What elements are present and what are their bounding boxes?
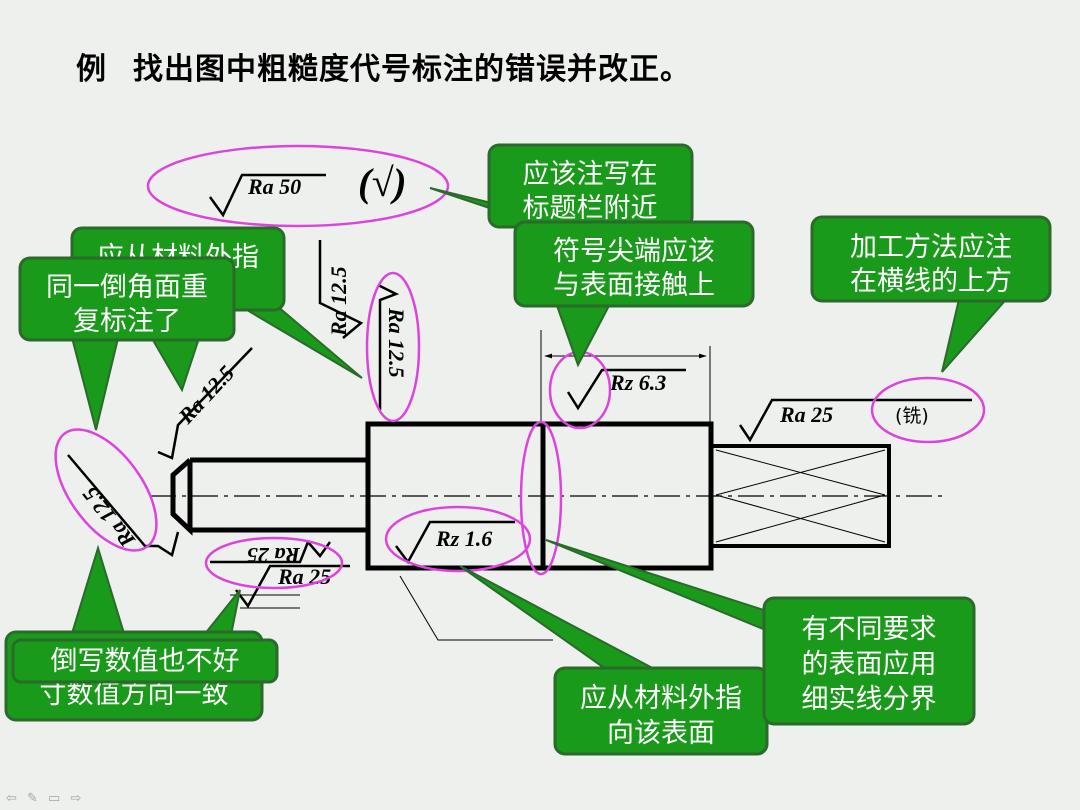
ra125-circled-symbol: [377, 283, 400, 410]
ellipse-rz16: [384, 505, 532, 573]
slide-nav-controls[interactable]: ⇦ ✎ ▭ ⇨: [6, 791, 85, 806]
check-symbol: (√): [358, 160, 407, 205]
callout-thin-line-line3: 细实线分界: [802, 684, 937, 715]
callout-tip-touch-line1: 符号尖端应该: [553, 236, 715, 267]
callout-repeat-line2: 复标注了: [73, 306, 181, 337]
callout-title-block-line1: 应该注写在: [523, 159, 658, 190]
knurl-lines: [715, 449, 886, 543]
ellipse-divider: [519, 420, 563, 576]
callout-outside-bottom-line1: 应从材料外指: [580, 683, 742, 714]
ra25-under-symbol: [235, 564, 350, 609]
callout-method-line2: 在横线的上方: [850, 266, 1012, 297]
callout-inverted-back-line2: 寸数值方向一致: [40, 679, 229, 710]
callout-inverted: 倒写数值也不好: [11, 638, 279, 684]
rz16-symbol: [395, 520, 515, 565]
ellipse-ra25-lower: [204, 536, 344, 590]
callout-repeat: 同一倒角面重 复标注了: [18, 256, 236, 431]
ra25-upside-label: Ra 25: [247, 543, 301, 568]
callout-outside-bottom-line2: 向该表面: [607, 718, 715, 749]
callout-title-block-line2: 标题栏附近: [523, 193, 658, 224]
ra25-right-symbol: [738, 398, 972, 443]
callout-outside-bottom: 应从材料外指 向该表面: [459, 565, 769, 756]
rz63-symbol: [566, 368, 686, 411]
callout-tip-touch: 符号尖端应该 与表面接触上: [513, 220, 755, 368]
ra125-vertical-label: Ra 12.5: [326, 266, 351, 337]
ra50-symbol: [208, 173, 326, 218]
callout-tip-touch-line2: 与表面接触上: [553, 270, 715, 301]
leader-rz16: [399, 575, 553, 641]
callout-repeat-line1: 同一倒角面重: [46, 272, 208, 303]
callout-thin-line: 有不同要求 的表面应用 细实线分界: [545, 539, 976, 726]
title-text: 找出图中粗糙度代号标注的错误并改正。: [133, 52, 691, 87]
ra50-label: Ra 50: [247, 174, 301, 199]
ellipse-method: [870, 376, 986, 444]
callout-method-line1: 加工方法应注: [850, 232, 1012, 263]
ra25-right-label: Ra 25: [779, 402, 833, 427]
right-end: [709, 444, 891, 548]
milling-method: (铣): [895, 405, 929, 427]
highlight-ellipses: [54, 144, 986, 590]
rz63-label: Rz 6.3: [609, 370, 666, 395]
callout-inverted-back: 寸数值方向一致: [4, 544, 264, 722]
ellipse-ra50: [146, 144, 450, 228]
left-shaft: [170, 457, 368, 536]
ra125-left-symbol: [67, 454, 180, 557]
callout-inverted-line1: 倒写数值也不好: [51, 646, 240, 677]
callout-thin-line-line2: 的表面应用: [802, 649, 937, 680]
ra125-vertical-symbol: [318, 240, 364, 339]
callout-thin-line-line1: 有不同要求: [802, 614, 937, 645]
callout-title-block: 应该注写在 标题栏附近: [429, 143, 694, 229]
example-label: 例: [76, 52, 107, 87]
ra125-circled-label: Ra 12.5: [384, 307, 409, 378]
callout-method: 加工方法应注 在横线的上方: [810, 215, 1052, 373]
page-title: 例找出图中粗糙度代号标注的错误并改正。: [76, 44, 691, 88]
ellipse-ra125-circled: [365, 271, 421, 423]
ellipse-ra125-left: [54, 428, 158, 552]
rz16-label: Rz 1.6: [435, 526, 492, 551]
shaft-part: [150, 330, 945, 641]
callouts: 应该注写在 标题栏附近 符号尖端应该 与表面接触上 加工方法应注 在横线的上方 …: [4, 143, 1052, 756]
ellipse-rz63: [548, 350, 612, 430]
ra125-diag-symbol: [157, 347, 253, 460]
